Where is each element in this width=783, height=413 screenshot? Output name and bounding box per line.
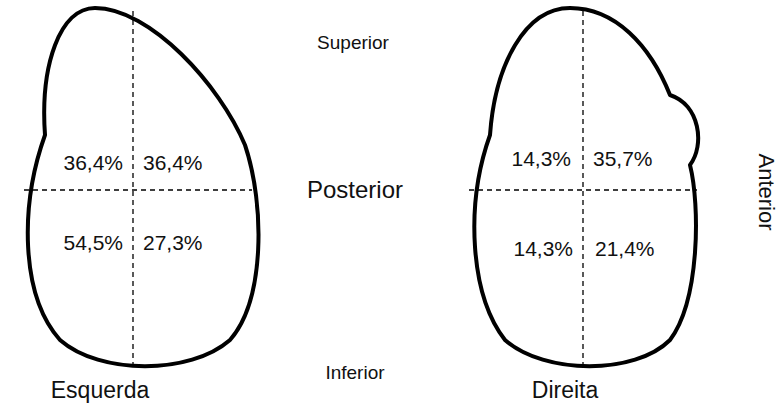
- dashed-divider: [24, 189, 252, 190]
- outline-path: [28, 8, 259, 366]
- dashed-divider: [469, 189, 697, 190]
- percentage-value: 35,7%: [593, 148, 653, 169]
- percentage-value: 36,4%: [63, 152, 123, 173]
- side-heading: Esquerda: [51, 379, 149, 402]
- organ-outline: [465, 5, 705, 370]
- dashed-divider: [132, 11, 133, 364]
- percentage-value: 21,4%: [595, 238, 655, 259]
- percentage-value: 14,3%: [511, 148, 571, 169]
- percentage-value: 14,3%: [513, 238, 573, 259]
- organ-outline: [20, 5, 260, 370]
- percentage-value: 54,5%: [63, 232, 123, 253]
- percentage-value: 27,3%: [143, 232, 203, 253]
- direction-label: Superior: [317, 33, 389, 52]
- outline-path: [474, 8, 698, 366]
- side-heading: Direita: [532, 379, 598, 402]
- dashed-divider: [582, 11, 583, 364]
- lung-outline: 36,4%36,4%54,5%27,3%Esquerda: [20, 5, 260, 370]
- direction-label: Posterior: [307, 178, 403, 202]
- direction-label: Anterior: [755, 153, 777, 230]
- lung-outline: 14,3%35,7%14,3%21,4%Direita: [465, 5, 705, 370]
- direction-label: Inferior: [325, 363, 384, 382]
- percentage-value: 36,4%: [143, 152, 203, 173]
